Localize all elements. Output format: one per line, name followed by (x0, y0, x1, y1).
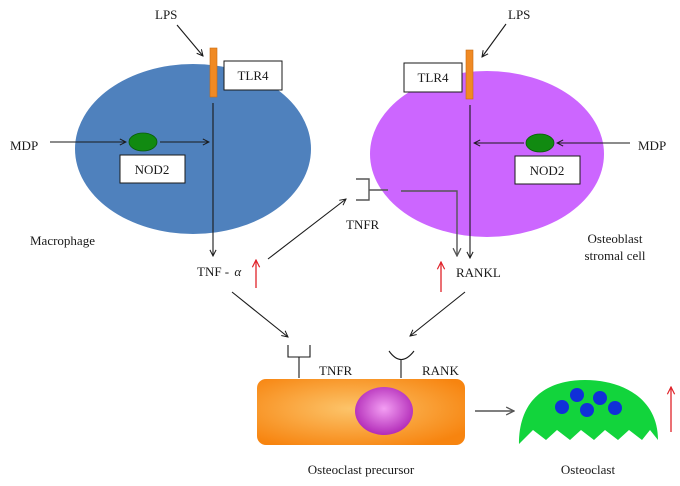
osteoclast-nucleus (580, 403, 594, 417)
tnfr-label-osteoblast: TNFR (346, 217, 380, 232)
lps-to-tlr4-arrow-right (482, 23, 507, 57)
nod2-box-left (119, 154, 186, 184)
lps-label-left: LPS (155, 7, 177, 22)
tlr4-label-left: TLR4 (237, 68, 269, 83)
osteoclast-nucleus (570, 388, 584, 402)
nod2-label-right: NOD2 (530, 163, 565, 178)
nod2-box-right (514, 155, 581, 185)
osteoblast-cell (370, 71, 604, 237)
tnf-to-tnfr-osteoblast-arrow (267, 199, 346, 260)
rank-label-precursor: RANK (422, 363, 459, 378)
precursor-label: Osteoclast precursor (308, 462, 415, 477)
lps-to-tlr4-arrow-left (176, 24, 203, 56)
lps-label-right: LPS (508, 7, 530, 22)
tnfr-label-precursor: TNFR (319, 363, 353, 378)
osteoclast-nucleus (593, 391, 607, 405)
tlr4-box-right (403, 62, 463, 93)
tnf-alpha-symbol: α (234, 264, 242, 279)
tnf-prefix: TNF - (197, 264, 229, 279)
tlr4-receptor-right (465, 49, 474, 100)
tlr4-receptor-left (209, 47, 218, 98)
nod2-protein-right (525, 133, 555, 153)
rankl-label: RANKL (456, 265, 501, 280)
osteoclast-nucleus (555, 400, 569, 414)
tnf-alpha-label: TNF - α (197, 264, 242, 279)
rankl-to-rank-arrow (410, 291, 466, 336)
osteoclast-nucleus (608, 401, 622, 415)
mdp-label-left: MDP (10, 138, 38, 153)
tlr4-label-right: TLR4 (417, 70, 449, 85)
macrophage-label: Macrophage (30, 233, 95, 248)
tnfr-receptor-osteoblast (356, 178, 388, 201)
nod2-protein-left (128, 132, 158, 152)
tlr4-box-left (223, 60, 283, 91)
nod2-label-left: NOD2 (135, 162, 170, 177)
osteoblast-label-line1: Osteoblast (588, 231, 643, 246)
tnf-to-precursor-tnfr-arrow (231, 291, 288, 337)
macrophage-cell (75, 64, 311, 234)
osteoclast-label: Osteoclast (561, 462, 616, 477)
rank-receptor-precursor (388, 350, 415, 378)
tnfr-receptor-precursor (287, 345, 311, 378)
osteoblast-label-line2: stromal cell (584, 248, 645, 263)
tnfr-to-rankl-arrow (401, 190, 457, 256)
mdp-label-right: MDP (638, 138, 666, 153)
precursor-nucleus (355, 387, 413, 435)
